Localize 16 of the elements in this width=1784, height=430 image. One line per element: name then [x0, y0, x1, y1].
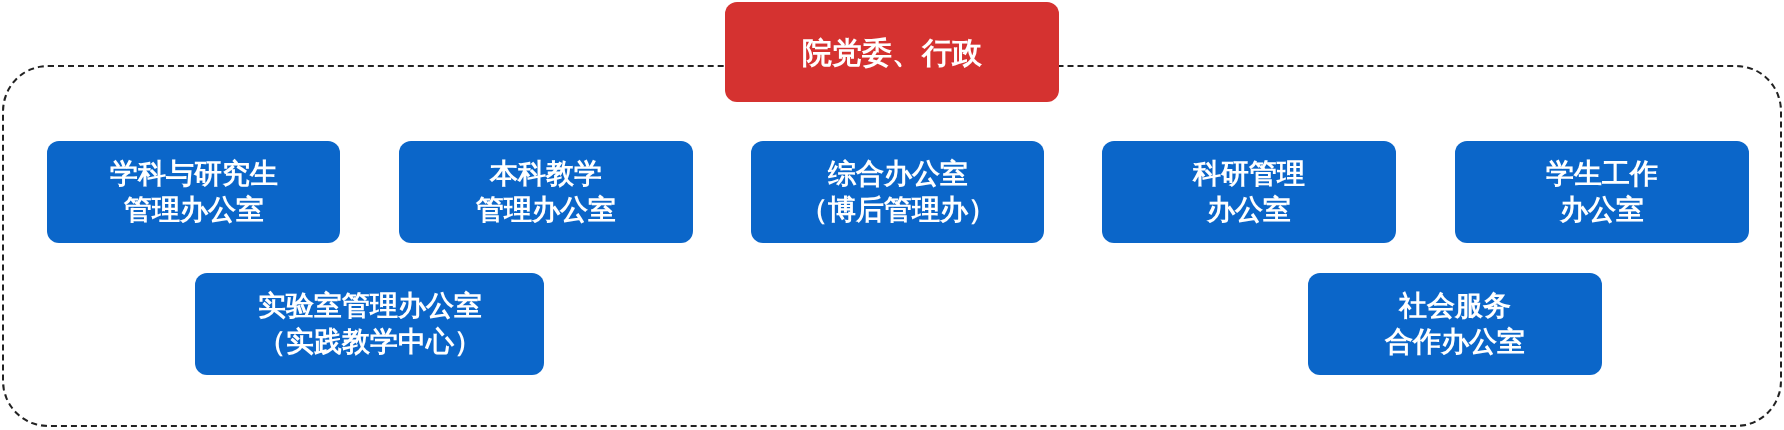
office-box	[399, 141, 693, 243]
office-box	[1102, 141, 1396, 243]
office-box	[1308, 273, 1602, 375]
office-name: 综合办公室（博后管理办）	[799, 155, 996, 228]
office-name: 院党委、行政	[802, 33, 982, 72]
office-name: 科研管理办公室	[1193, 155, 1305, 228]
office-box	[47, 141, 340, 243]
office-box	[195, 273, 544, 375]
office-name: 本科教学管理办公室	[476, 155, 616, 228]
office-box	[1455, 141, 1749, 243]
office-box	[751, 141, 1044, 243]
leadership-box	[725, 2, 1059, 102]
office-name: 学科与研究生管理办公室	[109, 155, 278, 228]
office-name: 实验室管理办公室（实践教学中心）	[257, 287, 482, 360]
office-name: 学生工作办公室	[1546, 155, 1658, 228]
office-name: 社会服务合作办公室	[1385, 287, 1525, 360]
